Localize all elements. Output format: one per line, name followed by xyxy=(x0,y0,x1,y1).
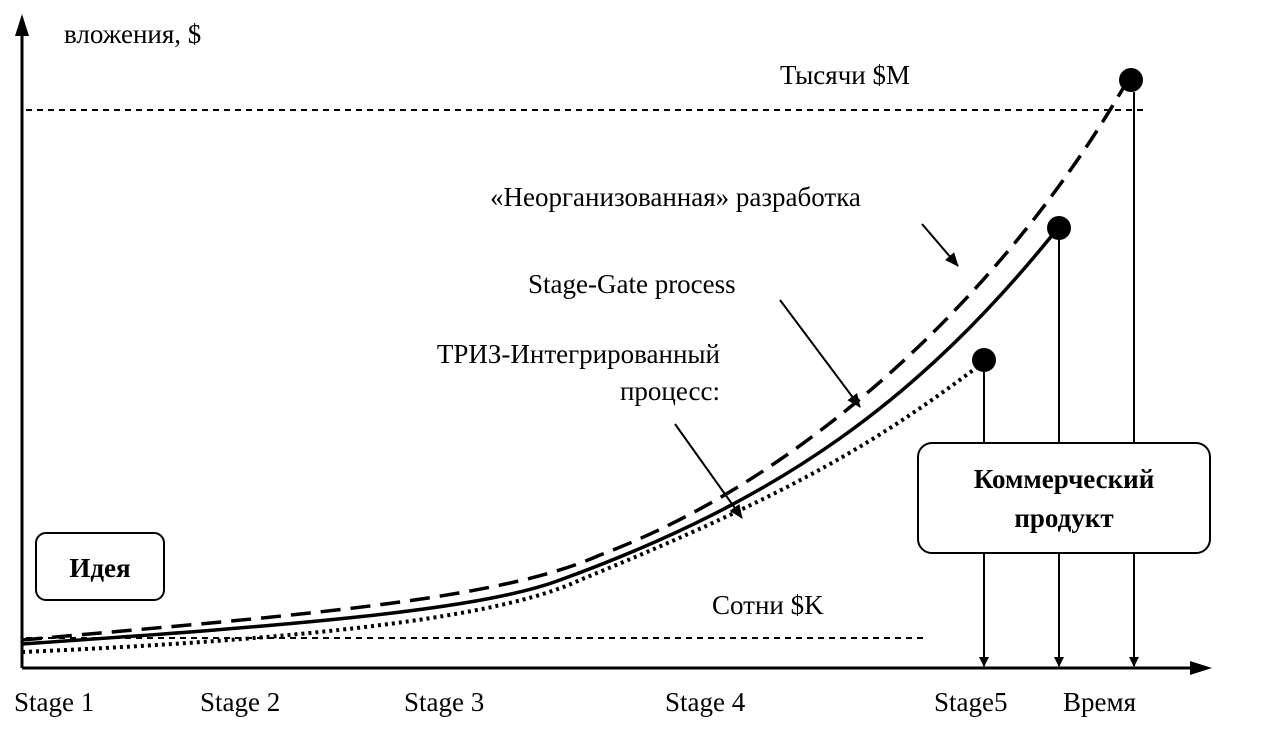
high-level-label: Тысячи $M xyxy=(780,60,910,90)
y-axis-label: вложения, $ xyxy=(64,19,201,49)
stage-gate-curve xyxy=(21,226,1060,646)
stage-label: Stage 1 xyxy=(14,687,94,717)
stage-gate-pointer-arrow xyxy=(779,299,861,408)
stage-label: Stage 2 xyxy=(200,687,280,717)
unorganized-label: «Неорганизованная» разработка xyxy=(490,182,861,212)
commercial-product-label-line1: Коммерческий xyxy=(974,464,1155,494)
low-level-label: Сотни $K xyxy=(712,590,824,620)
triz-label-line1: ТРИЗ-Интегрированный xyxy=(437,339,720,369)
x-axis-label: Время xyxy=(1063,687,1136,717)
stage-label: Stage 3 xyxy=(404,687,484,717)
commercial-product-label-line2: продукт xyxy=(1014,503,1113,533)
triz-label-line2: процесс: xyxy=(620,376,720,406)
stage-gate-label: Stage-Gate process xyxy=(528,269,736,299)
idea-box xyxy=(35,532,165,601)
triz-endpoint xyxy=(972,348,996,372)
x-axis-arrow-icon xyxy=(1190,661,1212,675)
triz-pointer-arrow xyxy=(674,423,743,519)
commercial-product-box xyxy=(917,442,1211,554)
unorganized-endpoint xyxy=(1119,68,1143,92)
unorganized-pointer-arrow xyxy=(921,223,959,267)
y-axis-arrow-icon xyxy=(15,14,29,36)
stage-label: Stage 4 xyxy=(665,687,746,717)
unorganized-curve xyxy=(21,84,1127,642)
idea-label: Идея xyxy=(69,553,130,583)
stage-gate-endpoint xyxy=(1047,216,1071,240)
triz-curve xyxy=(21,360,986,654)
stage-label: Stage5 xyxy=(934,687,1008,717)
